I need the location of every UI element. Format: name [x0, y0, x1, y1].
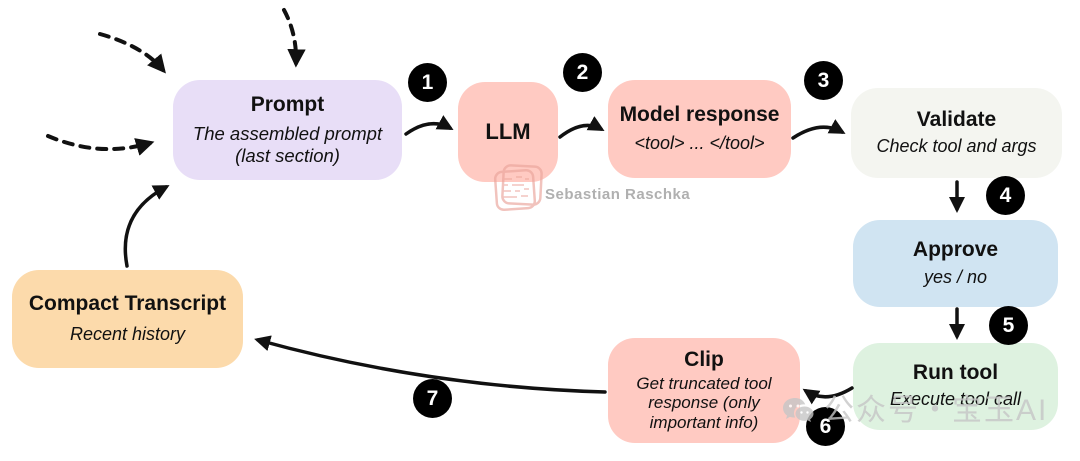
step-badge-2: 2: [563, 53, 602, 92]
stamp-icon: [493, 164, 543, 212]
step-badge-1: 1: [408, 63, 447, 102]
arrow-compact-transcript-to-prompt: [123, 185, 170, 268]
node-model-response: Model response <tool> ... </tool>: [608, 80, 791, 178]
node-clip: Clip Get truncated tool response (only i…: [608, 338, 800, 443]
node-prompt-subtitle: The assembled prompt (last section): [192, 122, 383, 166]
arrow-model-response-to-validate: [791, 119, 846, 140]
node-compact-transcript-title: Compact Transcript: [28, 291, 227, 315]
step-badge-5: 5: [989, 306, 1028, 345]
node-prompt: Prompt The assembled prompt (last sectio…: [173, 80, 402, 180]
node-approve-subtitle: yes / no: [923, 266, 988, 287]
node-compact-transcript: Compact Transcript Recent history: [12, 270, 243, 368]
step-badge-3: 3: [804, 61, 843, 100]
node-approve: Approve yes / no: [853, 220, 1058, 307]
node-model-response-title: Model response: [619, 102, 780, 126]
step-badge-4: 4: [986, 176, 1025, 215]
wechat-icon: [783, 398, 814, 422]
node-validate: Validate Check tool and args: [851, 88, 1062, 178]
node-prompt-title: Prompt: [250, 92, 325, 116]
arrow-prompt-to-llm: [404, 115, 454, 136]
node-run-tool: Run tool Execute tool call: [853, 343, 1058, 430]
author-watermark: Sebastian Raschka: [545, 186, 691, 203]
dashed-arrow-context-2: [282, 8, 306, 68]
wechat-watermark: 公众号・宝玉AI: [782, 396, 1048, 426]
node-compact-transcript-subtitle: Recent history: [69, 323, 186, 344]
step-badge-7: 7: [413, 379, 452, 418]
node-validate-subtitle: Check tool and args: [876, 135, 1037, 156]
node-validate-title: Validate: [916, 107, 997, 131]
node-clip-title: Clip: [684, 347, 724, 371]
node-approve-title: Approve: [912, 237, 999, 261]
dashed-arrow-context-1: [98, 32, 166, 74]
node-llm-title: LLM: [485, 119, 531, 145]
arrow-llm-to-model-response: [558, 116, 605, 139]
node-model-response-subtitle: <tool> ... </tool>: [634, 132, 765, 153]
node-run-tool-title: Run tool: [912, 361, 999, 385]
node-clip-subtitle: Get truncated tool response (only import…: [636, 373, 772, 432]
wechat-watermark-text: 公众号・宝玉AI: [824, 394, 1049, 427]
dashed-arrow-context-3: [46, 134, 155, 156]
node-run-tool-subtitle: Execute tool call: [889, 389, 1022, 410]
